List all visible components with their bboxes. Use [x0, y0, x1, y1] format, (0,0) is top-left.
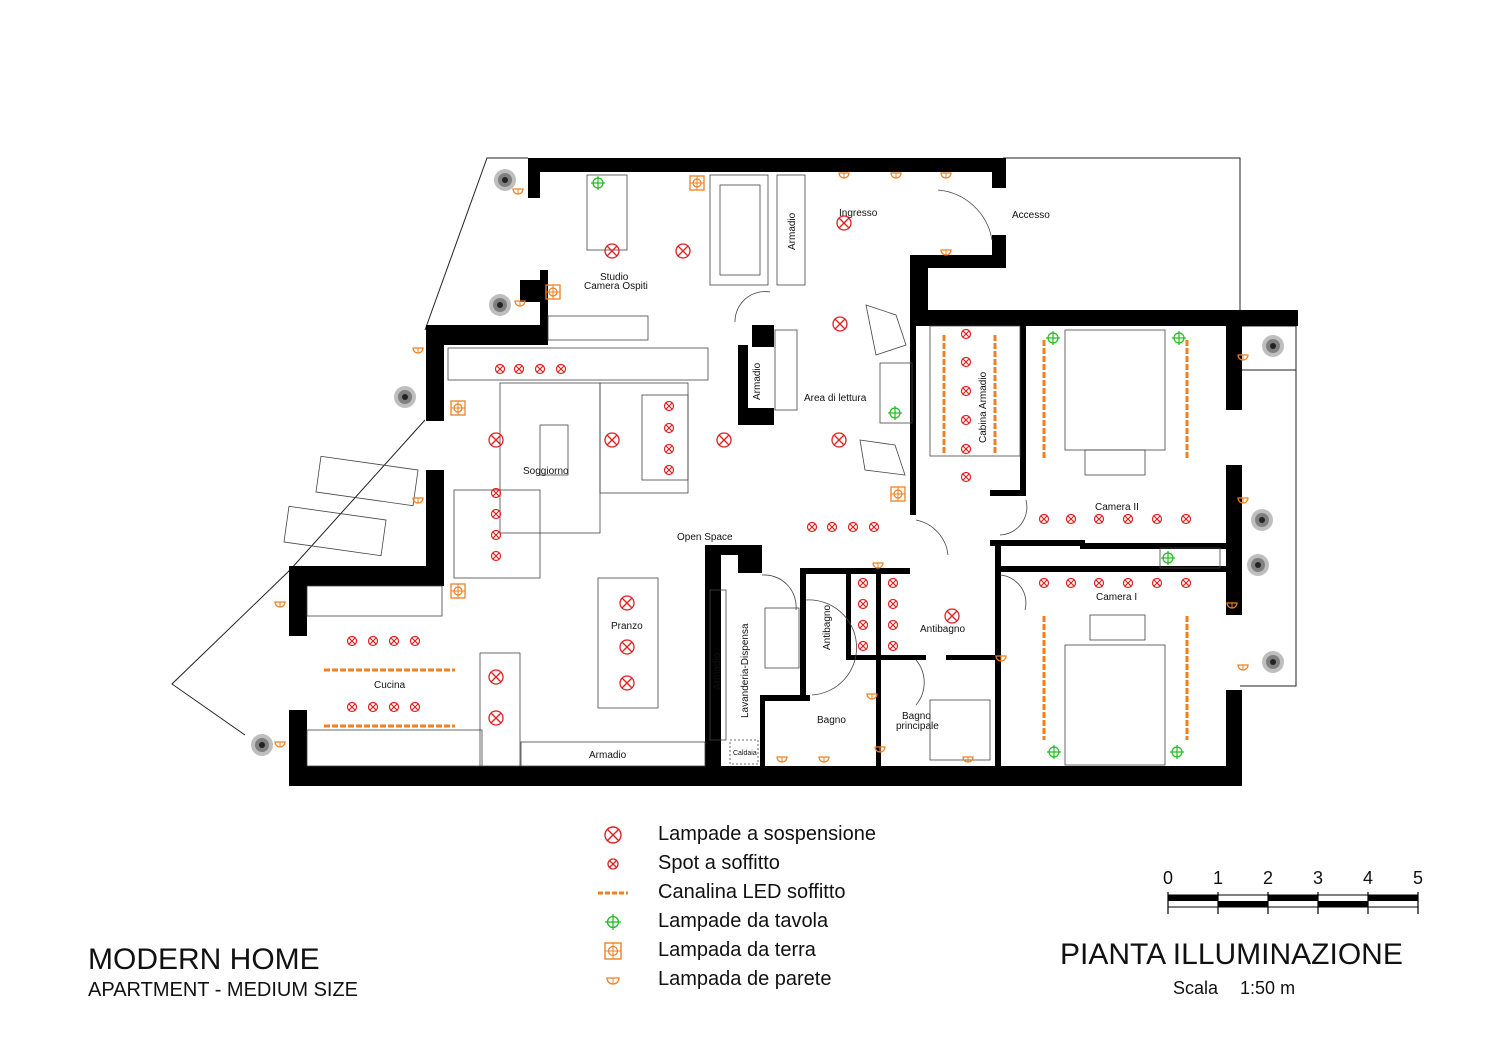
label-pranzo: Pranzo [611, 621, 643, 632]
legend-label: Lampade a sospensione [658, 823, 876, 845]
label-soggiorno: Soggiorno [523, 466, 569, 477]
project-title: MODERN HOME [88, 943, 320, 976]
label-area-lettura: Area di lettura [804, 393, 867, 404]
legend-label: Lampada de parete [658, 968, 832, 990]
scale-label: Scala [1173, 978, 1219, 998]
label-cabina-armadio: Cabina Armadio [978, 371, 989, 443]
label-ingresso: Ingresso [839, 208, 878, 219]
led-strip-icon [598, 891, 628, 894]
legend: Lampade a sospensione Spot a soffitto Ca… [598, 820, 876, 994]
scale-tick-5: 5 [1413, 868, 1423, 888]
scale-tick-0: 0 [1163, 868, 1173, 888]
label-studio: Studio [600, 272, 629, 283]
scale-value: 1:50 m [1240, 978, 1296, 998]
project-title-block: MODERN HOME APARTMENT - MEDIUM SIZE [88, 942, 358, 1002]
project-subtitle: APARTMENT - MEDIUM SIZE [88, 979, 359, 1001]
led-strips [324, 335, 1189, 740]
legend-item-wall-lamp: Lampada de parete [598, 965, 876, 994]
legend-item-led: Canalina LED soffitto [598, 878, 876, 907]
furniture [283, 174, 1221, 767]
wall-lamp-icon [606, 976, 620, 985]
terrace-outline [171, 157, 1297, 736]
label-camera-ospiti: Camera Ospiti [584, 281, 648, 292]
pendant-lamp-icon [604, 825, 622, 844]
plan-title: PIANTA ILLUMINAZIONE [1060, 938, 1403, 971]
legend-label: Lampada da terra [658, 939, 816, 961]
floor-lamp-icon [604, 941, 622, 960]
wall-lamps [274, 172, 1249, 763]
label-lavanderia: Lavanderia-Dispensa [740, 623, 751, 718]
legend-label: Spot a soffitto [658, 852, 780, 874]
scale-caption: Scala 1:50 m [1173, 978, 1317, 999]
scale-tick-3: 3 [1313, 868, 1323, 888]
table-lamp-icon [605, 913, 621, 930]
label-camera-2: Camera II [1095, 502, 1139, 513]
ceiling-spot-icon [607, 857, 619, 870]
walls [289, 158, 1298, 786]
label-bagno: Bagno [817, 715, 846, 726]
ceiling-spots [346, 328, 1192, 713]
label-armadio-lettura: Armadio [752, 362, 763, 400]
label-bagno-principale-1: Bagno [902, 711, 931, 722]
legend-label: Canalina LED soffitto [658, 881, 846, 903]
legend-item-spot: Spot a soffitto [598, 849, 876, 878]
legend-label: Lampade da tavola [658, 910, 829, 932]
label-camera-1: Camera I [1096, 592, 1137, 603]
label-antibagno-1: Antibagno [822, 605, 833, 650]
scale-tick-2: 2 [1263, 868, 1273, 888]
label-armadio-corridoio: Armadio [589, 750, 627, 761]
legend-item-floor-lamp: Lampada da terra [598, 936, 876, 965]
label-armadio-open: Armadio [712, 652, 723, 690]
label-caldaia: Caldaia [733, 750, 757, 757]
scale-bar: 0 1 2 3 4 5 [1163, 868, 1423, 914]
label-open-space: Open Space [677, 532, 733, 543]
label-armadio-ingresso: Armadio [787, 212, 798, 250]
legend-item-table-lamp: Lampade da tavola [598, 907, 876, 936]
legend-item-pendant: Lampade a sospensione [598, 820, 876, 849]
label-cucina: Cucina [374, 680, 406, 691]
scale-tick-1: 1 [1213, 868, 1223, 888]
room-labels: Studio Camera Ospiti Ingresso Accesso Ar… [374, 208, 1139, 761]
label-bagno-principale-2: principale [896, 721, 939, 732]
table-lamps [590, 175, 1187, 760]
label-antibagno-2: Antibagno [920, 624, 965, 635]
scale-tick-4: 4 [1363, 868, 1373, 888]
label-accesso: Accesso [1012, 210, 1050, 221]
